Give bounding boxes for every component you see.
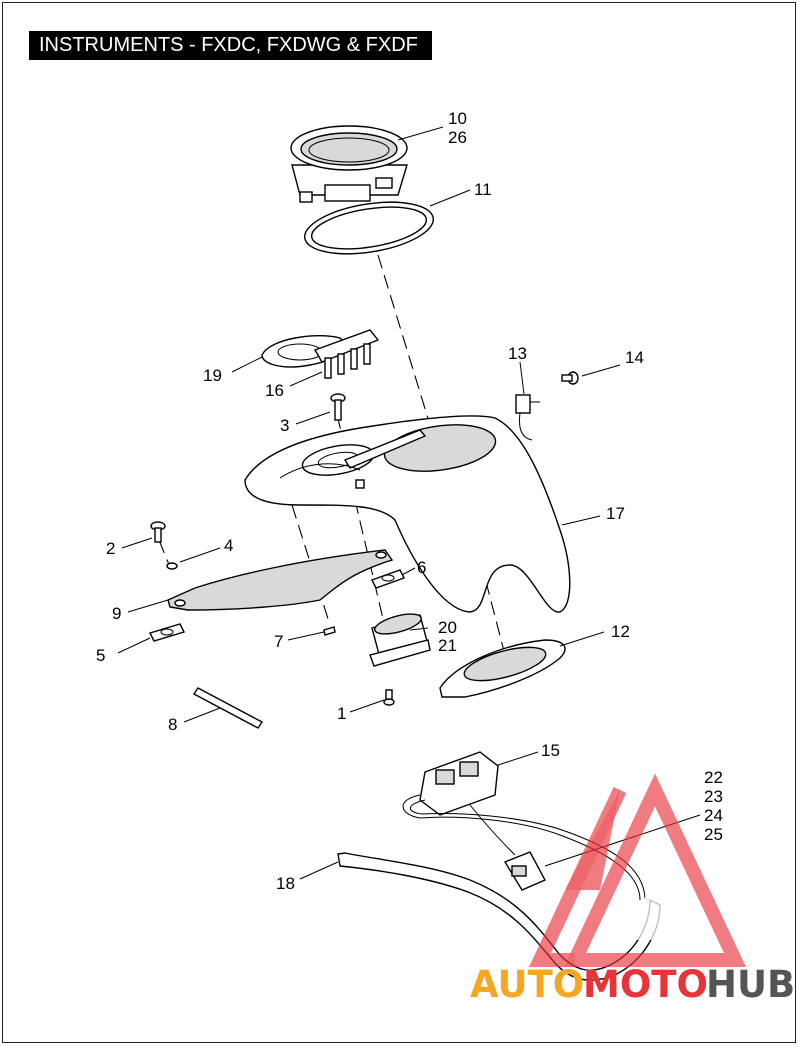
callout-5: 5: [96, 646, 105, 665]
callout-19: 19: [203, 366, 222, 385]
harness-connector-22: [503, 851, 546, 891]
pin-7: [323, 626, 336, 636]
screw-1: [383, 689, 395, 706]
screw-14: [561, 371, 579, 385]
watermark-part2: MOTO: [583, 963, 708, 1006]
callout-14: 14: [625, 348, 644, 367]
harness-connector: [515, 394, 540, 441]
speedometer: [290, 125, 408, 203]
fuel-gauge: [369, 613, 431, 667]
callout-13: 13: [508, 344, 527, 363]
instrument-gasket-ring: [303, 201, 435, 255]
callout-22: 22: [704, 768, 723, 787]
screw-2: [150, 521, 166, 543]
clip-nut-6: [371, 569, 405, 589]
callout-9: 9: [112, 604, 121, 623]
watermark-text: AUTO MOTO HUB: [470, 963, 795, 1006]
callout-11: 11: [474, 180, 492, 199]
callout-16: 16: [265, 381, 284, 400]
callout-20: 20: [438, 618, 457, 637]
callout-24: 24: [704, 806, 723, 825]
mounting-bracket: [167, 549, 394, 611]
clip-nut-5: [149, 623, 185, 642]
watermark-logo: [528, 773, 747, 967]
callout-15: 15: [541, 741, 560, 760]
callout-6: 6: [417, 558, 426, 577]
callout-17: 17: [606, 504, 625, 523]
callout-12: 12: [611, 622, 630, 641]
callout-23: 23: [704, 787, 723, 806]
trim-bezel: [439, 639, 566, 698]
watermark-part3: HUB: [706, 963, 795, 1006]
callout-1: 1: [337, 704, 346, 723]
watermark-part1: AUTO: [470, 963, 584, 1006]
callout-21: 21: [438, 636, 457, 655]
leader-lines: [117, 126, 701, 880]
callout-2: 2: [106, 539, 115, 558]
callout-3: 3: [280, 416, 289, 435]
callout-4: 4: [224, 536, 233, 555]
diagram-title: INSTRUMENTS - FXDC, FXDWG & FXDF: [29, 31, 432, 60]
screw-3: [330, 393, 346, 421]
instrument-console: [244, 415, 571, 613]
callout-18: 18: [276, 874, 295, 893]
cable-strap: [192, 687, 264, 729]
washer-4: [166, 562, 178, 570]
callout-7: 7: [274, 632, 283, 651]
callout-26: 26: [448, 128, 467, 147]
indicator-lamp-housing: [313, 329, 380, 379]
callout-labels: 10 26 11 19 16 3 13 14 17 2 4 9 6 5 7 20…: [96, 109, 723, 893]
callout-8: 8: [168, 715, 177, 734]
callout-25: 25: [704, 825, 723, 844]
callout-10: 10: [448, 109, 467, 128]
